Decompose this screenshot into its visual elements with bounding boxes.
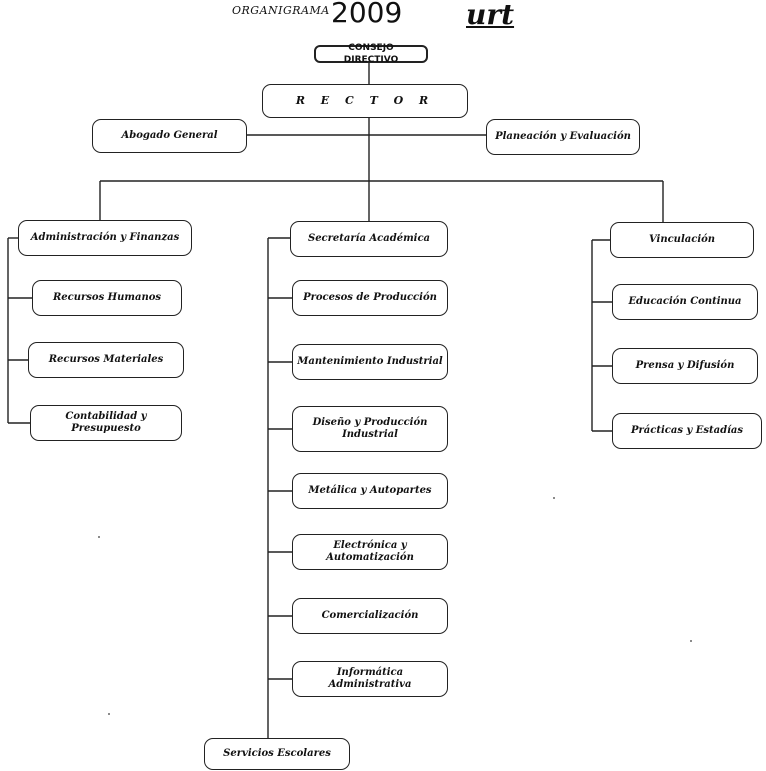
box-metalica-autopartes: Metálica y Autopartes	[292, 473, 448, 509]
box-educacion-continua: Educación Continua	[612, 284, 758, 320]
institution-logo: urt	[466, 0, 515, 31]
chart-year: 2009	[331, 0, 403, 29]
box-electronica-automatizacion: Electrónica y Automatización	[292, 534, 448, 570]
box-secretaria-academica: Secretaría Académica	[290, 221, 448, 257]
box-abogado-general: Abogado General	[92, 119, 247, 153]
box-diseno-produccion-industrial: Diseño y Producción Industrial	[292, 406, 448, 452]
box-servicios-escolares: Servicios Escolares	[204, 738, 350, 770]
box-mantenimiento-industrial: Mantenimiento Industrial	[292, 344, 448, 380]
scan-speck	[98, 536, 100, 538]
box-prensa-difusion: Prensa y Difusión	[612, 348, 758, 384]
scan-speck	[108, 713, 110, 715]
box-procesos-produccion: Procesos de Producción	[292, 280, 448, 316]
box-vinculacion: Vinculación	[610, 222, 754, 258]
box-contabilidad-presupuesto: Contabilidad y Presupuesto	[30, 405, 182, 441]
box-practicas-estadias: Prácticas y Estadías	[612, 413, 762, 449]
box-planeacion-evaluacion: Planeación y Evaluación	[486, 119, 640, 155]
box-informatica-administrativa: Informática Administrativa	[292, 661, 448, 697]
box-recursos-materiales: Recursos Materiales	[28, 342, 184, 378]
box-recursos-humanos: Recursos Humanos	[32, 280, 182, 316]
box-comercializacion: Comercialización	[292, 598, 448, 634]
box-administracion-finanzas: Administración y Finanzas	[18, 220, 192, 256]
scan-speck	[553, 497, 555, 499]
box-rector: R E C T O R	[262, 84, 468, 118]
scan-speck	[690, 640, 692, 642]
chart-title: ORGANIGRAMA	[232, 4, 330, 17]
box-consejo-directivo: CONSEJO DIRECTIVO	[314, 43, 428, 65]
